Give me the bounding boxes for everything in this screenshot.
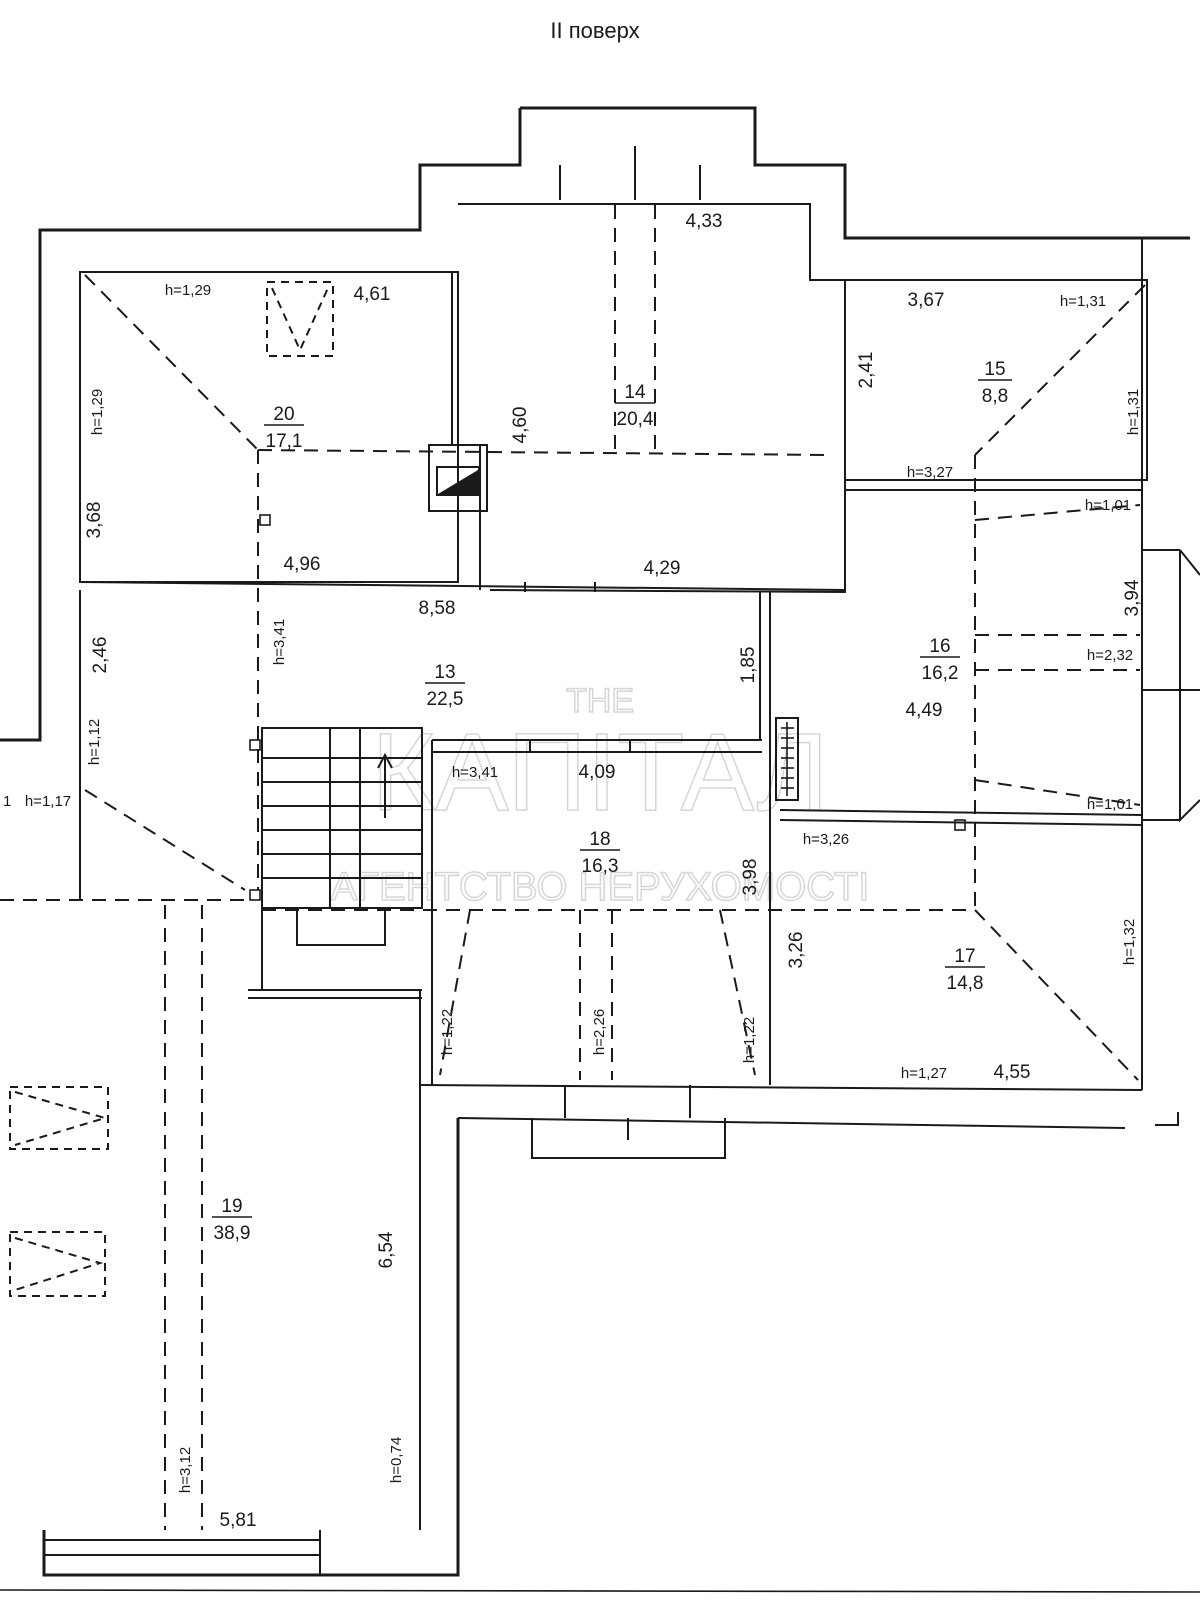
room-area: 17,1 — [266, 431, 303, 452]
room-labels: 20 17,1 14 20,4 15 8,8 16 16,2 13 22,5 1… — [212, 359, 1012, 1244]
height-label: h=3,41 — [452, 764, 498, 781]
dimension: 2,41 — [856, 352, 877, 389]
height-label: h=1,22 — [439, 1009, 456, 1055]
room-number: 18 — [589, 829, 610, 850]
height-label: h=2,26 — [591, 1009, 608, 1055]
dimension: 2,46 — [90, 637, 111, 674]
room-area: 22,5 — [427, 689, 464, 710]
room-area: 20,4 — [617, 409, 654, 430]
dimension-labels: 4,33 4,61 3,67 2,41 4,60 3,68 4,96 4,29 … — [84, 211, 1143, 1531]
staircase — [248, 727, 423, 999]
height-label: h=1,01 — [1085, 497, 1131, 514]
dimension: 8,58 — [419, 598, 456, 619]
room-area: 8,8 — [982, 386, 1008, 407]
watermark-line2: КАПІТАЛ — [371, 711, 828, 834]
room-number: 14 — [624, 382, 646, 403]
dimension: 4,60 — [510, 407, 531, 444]
stair-arrow-icon — [377, 752, 393, 818]
room-15-label: 15 8,8 — [978, 359, 1012, 407]
dimension: 3,98 — [740, 859, 761, 896]
height-labels: h=1,29 h=1,29 h=1,31 h=1,31 h=3,27 h=1,0… — [3, 282, 1142, 1493]
slope-lines — [0, 205, 1146, 1530]
room-13-label: 13 22,5 — [425, 662, 465, 710]
dimension: 4,33 — [686, 211, 723, 232]
height-label: h=1,29 — [89, 389, 106, 435]
room-area: 38,9 — [214, 1223, 251, 1244]
room-number: 19 — [221, 1196, 242, 1217]
room-number: 15 — [984, 359, 1005, 380]
room-number: 13 — [434, 662, 455, 683]
room-17-label: 17 14,8 — [945, 946, 985, 994]
dimension: 4,96 — [284, 554, 321, 575]
room-18-label: 18 16,3 — [580, 829, 620, 877]
height-label: h=1,22 — [741, 1017, 758, 1063]
interior-walls — [79, 203, 1200, 1530]
room-number: 16 — [929, 636, 950, 657]
dimension: 3,68 — [84, 502, 105, 539]
fragment-label: 1 — [3, 793, 11, 810]
dimension: 4,49 — [906, 700, 943, 721]
height-label: h=3,26 — [803, 831, 849, 848]
room-area: 16,3 — [582, 856, 619, 877]
dimension: 1,85 — [738, 647, 759, 684]
outer-walls — [0, 106, 1200, 1593]
dimension: 3,94 — [1122, 579, 1143, 616]
dimension: 5,81 — [220, 1510, 257, 1531]
height-label: h=1,12 — [86, 719, 103, 765]
height-label: h=1,31 — [1060, 293, 1106, 310]
room-area: 16,2 — [922, 663, 959, 684]
height-label: h=1,27 — [901, 1065, 947, 1082]
watermark-line1: THE — [566, 682, 634, 720]
room-20-label: 20 17,1 — [264, 404, 304, 452]
room-number: 17 — [954, 946, 975, 967]
height-label: h=1,29 — [165, 282, 211, 299]
dimension: 6,54 — [376, 1231, 397, 1268]
skylights — [9, 281, 966, 1297]
dimension: 3,26 — [786, 932, 807, 969]
height-label: h=1,31 — [1125, 389, 1142, 435]
height-label: h=0,74 — [388, 1437, 405, 1483]
watermark-line3: АГЕНТСТВО НЕРУХОМОСТІ — [331, 865, 870, 909]
radiator-icon — [781, 722, 794, 796]
height-label: h=1,32 — [1121, 919, 1138, 965]
dimension: 4,29 — [644, 558, 681, 579]
height-label: h=1,01 — [1087, 796, 1133, 813]
height-label: h=3,41 — [271, 619, 288, 665]
height-label: h=1,17 — [25, 793, 71, 810]
room-16-label: 16 16,2 — [920, 636, 960, 684]
height-label: h=3,27 — [907, 464, 953, 481]
room-14-label: 14 20,4 — [615, 382, 655, 430]
dimension: 3,67 — [908, 290, 945, 311]
room-area: 14,8 — [947, 973, 984, 994]
dimension: 4,09 — [579, 762, 616, 783]
floor-title: II поверх — [550, 18, 639, 43]
height-label: h=3,12 — [177, 1447, 194, 1493]
chimney-icon — [438, 470, 478, 494]
dimension: 4,55 — [994, 1062, 1031, 1083]
watermark: THE КАПІТАЛ АГЕНТСТВО НЕРУХОМОСТІ — [330, 681, 870, 910]
room-number: 20 — [273, 404, 294, 425]
room-19-label: 19 38,9 — [212, 1196, 252, 1244]
dimension: 4,61 — [354, 284, 391, 305]
height-label: h=2,32 — [1087, 647, 1133, 664]
